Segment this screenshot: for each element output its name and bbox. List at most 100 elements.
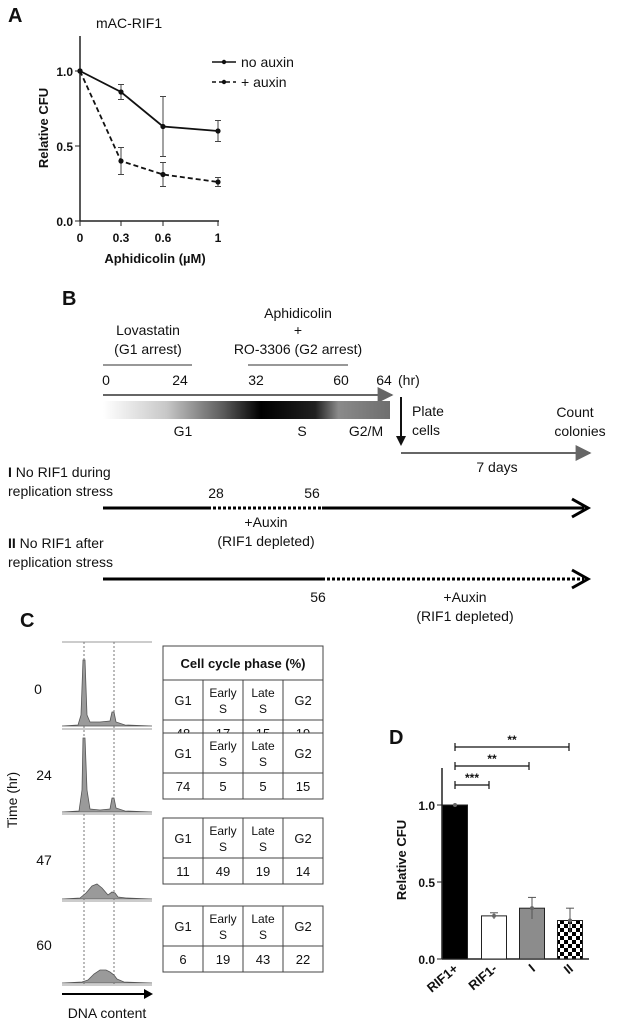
- table-cell: 11: [176, 864, 190, 879]
- time-label-0: 0: [34, 681, 42, 697]
- table-cell: 14: [296, 864, 310, 879]
- chart-a-y-ticks: 1.0 0.5 0.0: [56, 65, 80, 229]
- chart-a-data-point: [77, 68, 83, 74]
- table-column-label: Late: [251, 739, 275, 753]
- condition-1-arrowhead: [571, 497, 592, 519]
- table-column-label: Late: [251, 686, 275, 700]
- condition-2-title: II No RIF1 after: [8, 535, 104, 551]
- colonies-label: colonies: [554, 423, 605, 439]
- cell-cycle-tables: Cell cycle phase (%)G148EarlyS17LateS15G…: [162, 645, 324, 973]
- chart-a-ylabel: Relative CFU: [36, 88, 51, 168]
- sig-label-rif1minus: ***: [465, 771, 479, 785]
- legend-plus-auxin: + auxin: [241, 74, 287, 90]
- time-32: 32: [248, 372, 264, 388]
- table-column-label: S: [219, 702, 227, 716]
- chart-d-data-point: [530, 906, 534, 911]
- time-64: 64: [376, 372, 392, 388]
- table-column-label: S: [259, 702, 267, 716]
- table-cell: 74: [176, 779, 190, 794]
- table-column-label: G1: [174, 919, 191, 934]
- chart-d-data-point: [492, 913, 496, 918]
- table-column-label: Early: [209, 686, 236, 700]
- condition-1-subtitle: replication stress: [8, 483, 113, 499]
- time-unit: (hr): [398, 372, 420, 388]
- table-column-label: S: [219, 755, 227, 769]
- ro3306-label: RO-3306 (G2 arrest): [234, 341, 362, 357]
- table-column-label: G2: [294, 746, 311, 761]
- chart-a-series-line: [79, 70, 219, 183]
- plate-label: Plate: [412, 403, 444, 419]
- table-cell: 15: [296, 779, 310, 794]
- chart-a-series-line: [79, 70, 219, 132]
- chart-d-category-label: I: [526, 961, 538, 975]
- sig-label-condition-1: **: [487, 752, 497, 766]
- flow-histograms: [61, 641, 153, 999]
- condition-2-auxin-label: +Auxin: [443, 589, 486, 605]
- flow-histogram-24: [61, 737, 153, 813]
- chart-a-data-point: [215, 179, 221, 185]
- table-column-label: S: [259, 928, 267, 942]
- flow-histogram-47: [61, 883, 153, 900]
- phase-g2m-label: G2/M: [349, 423, 383, 439]
- chart-d-bar: [442, 804, 468, 960]
- seven-days-label: 7 days: [476, 459, 517, 475]
- flow-histogram-0: [61, 659, 153, 727]
- chart-a-xtick-label: 1: [215, 231, 222, 245]
- chart-a-series-group: [77, 68, 221, 187]
- chart-d-ytick-label: 0.0: [418, 953, 435, 967]
- chart-a-title: mAC-RIF1: [96, 15, 162, 31]
- sig-label-condition-2: **: [507, 733, 517, 747]
- panel-label-b: B: [62, 288, 76, 310]
- table-cell: 49: [216, 864, 230, 879]
- dna-content-arrowhead: [144, 989, 153, 999]
- table-column-label: Early: [209, 824, 236, 838]
- table-column-label: S: [259, 840, 267, 854]
- table-column-label: S: [219, 928, 227, 942]
- chart-a-data-point: [118, 158, 124, 164]
- time-label-60: 60: [36, 937, 52, 953]
- aphidicolin-label: Aphidicolin: [264, 305, 332, 321]
- flow-xlabel: DNA content: [68, 1005, 147, 1021]
- condition-2-time-56: 56: [310, 589, 326, 605]
- condition-1-title: I No RIF1 during: [8, 464, 111, 480]
- time-0: 0: [102, 372, 110, 388]
- table-column-label: Early: [209, 739, 236, 753]
- panel-label-c: C: [20, 610, 34, 632]
- table-cell: 5: [259, 779, 266, 794]
- chart-a-ytick-label: 0.0: [56, 215, 73, 229]
- table-column-label: G1: [174, 831, 191, 846]
- time-label-47: 47: [36, 852, 52, 868]
- panel-b: B Lovastatin (G1 arrest) Aphidicolin + R…: [8, 288, 606, 624]
- flow-histogram-60: [61, 969, 153, 984]
- chart-a-xtick-label: 0: [77, 231, 84, 245]
- chart-d-ytick-label: 0.5: [418, 876, 435, 890]
- chart-a-xtick-label: 0.6: [155, 231, 172, 245]
- condition-1-auxin-label: +Auxin: [244, 514, 287, 530]
- table-cell: 43: [256, 952, 270, 967]
- table-column-label: S: [259, 755, 267, 769]
- chart-a-data-point: [215, 128, 221, 134]
- table-column-label: G2: [294, 693, 311, 708]
- table-column-label: Early: [209, 912, 236, 926]
- time-24: 24: [172, 372, 188, 388]
- table-cell: 6: [179, 952, 186, 967]
- condition-2-depleted-label: (RIF1 depleted): [416, 608, 513, 624]
- chart-d-data-point: [568, 918, 572, 923]
- table-cell: 22: [296, 952, 310, 967]
- chart-d-y-ticks: 1.0 0.5 0.0: [418, 799, 442, 967]
- lovastatin-arrest-label: (G1 arrest): [114, 341, 182, 357]
- cell-cycle-table: Cell cycle phase (%)G148EarlyS17LateS15G…: [162, 645, 324, 747]
- plate-down-arrowhead: [396, 436, 406, 446]
- chart-a-x-ticks: 0 0.3 0.6 1: [77, 221, 222, 245]
- flow-ylabel: Time (hr): [4, 772, 20, 828]
- table-column-label: Late: [251, 912, 275, 926]
- panel-label-a: A: [8, 5, 22, 27]
- panel-label-d: D: [389, 727, 403, 749]
- chart-d-category-label: II: [561, 961, 576, 977]
- condition-2-subtitle: replication stress: [8, 554, 113, 570]
